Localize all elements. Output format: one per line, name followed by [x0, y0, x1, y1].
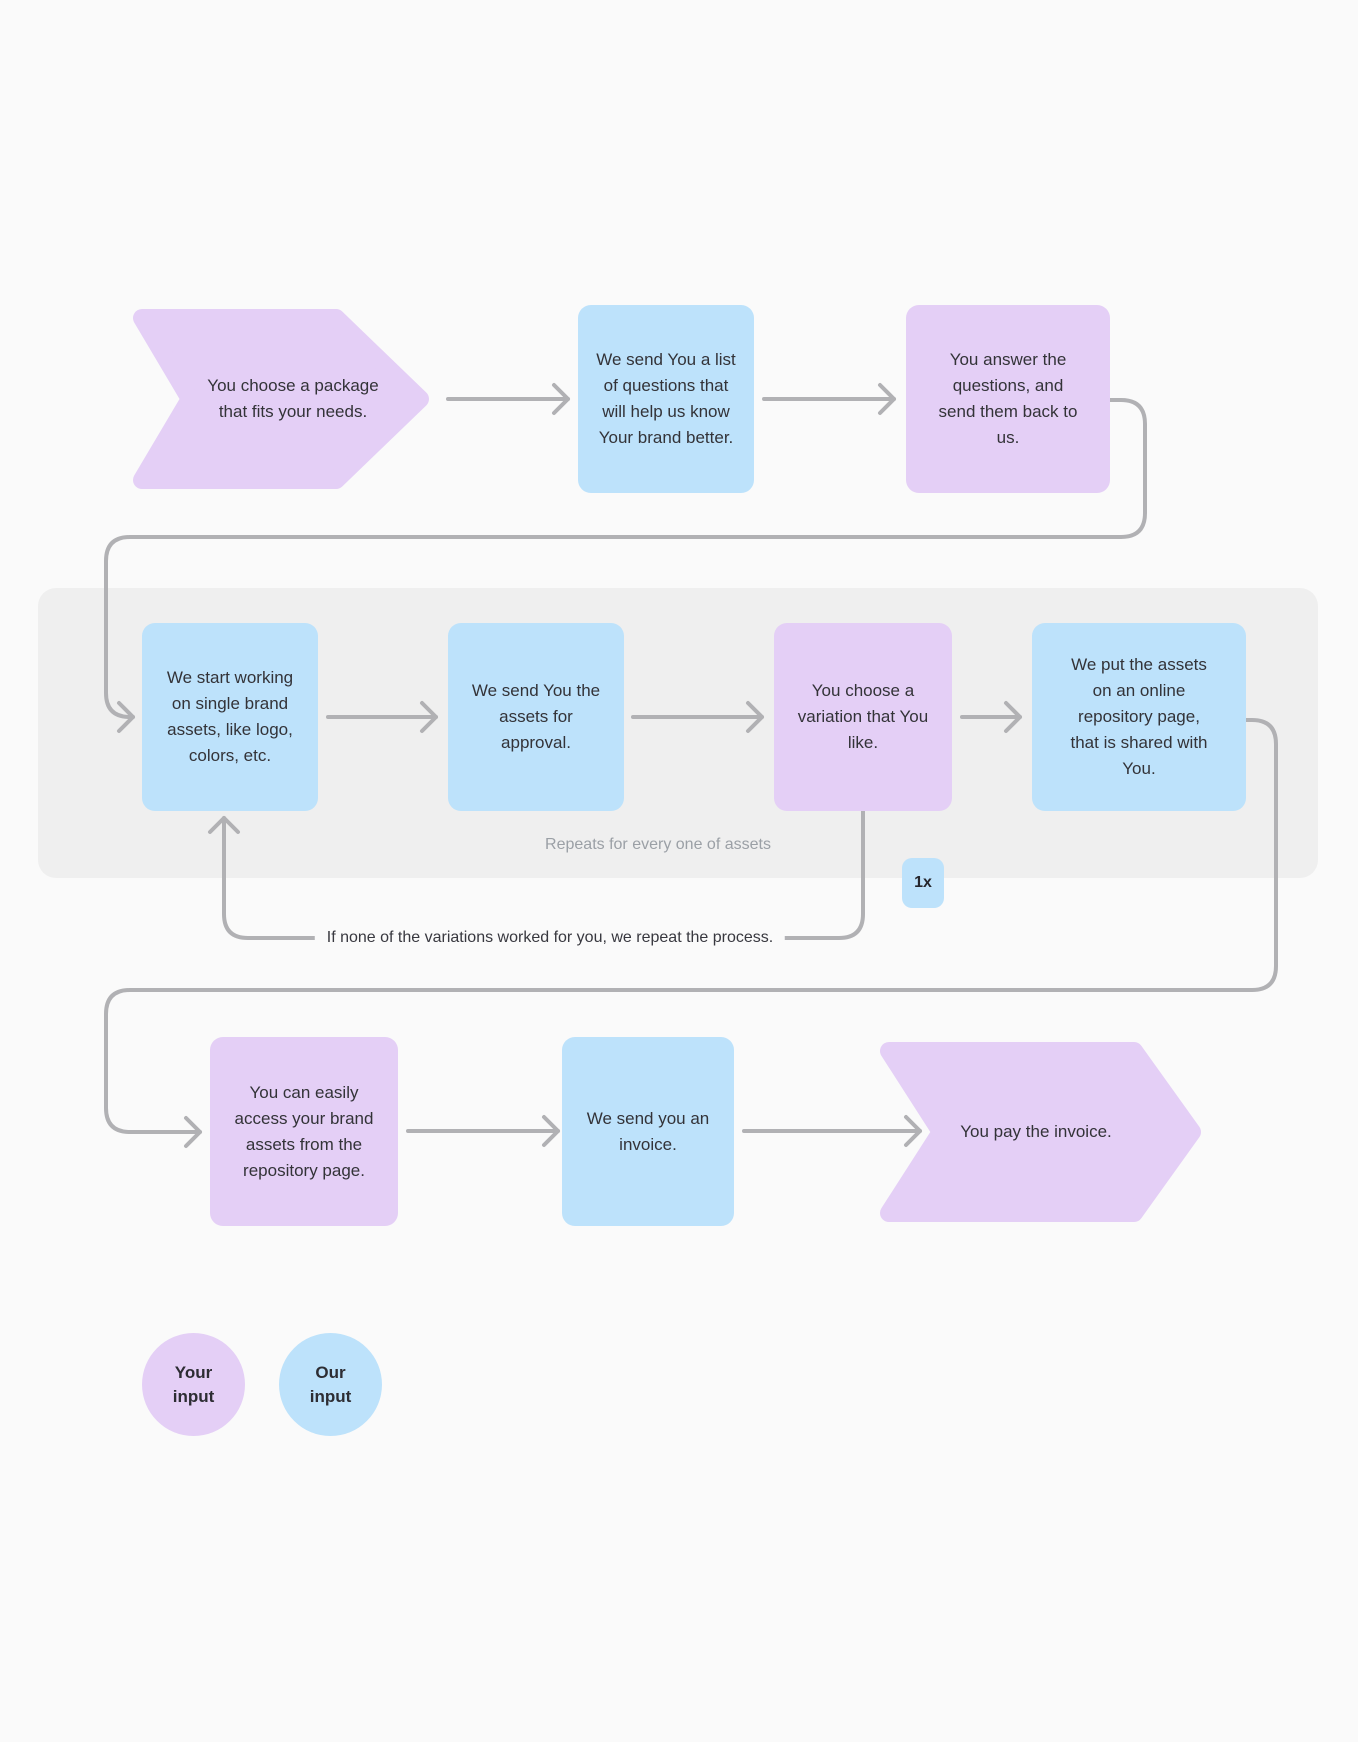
arrow-access-to-invoice: [406, 1115, 560, 1147]
arrow-invoice-to-pay: [742, 1115, 922, 1147]
legend-your-input: Your input: [142, 1333, 245, 1436]
node-put-assets: We put the assets on an online repositor…: [1032, 623, 1246, 811]
node-send-assets: We send You the assets for approval.: [448, 623, 624, 811]
node-send-invoice: We send you an invoice.: [562, 1037, 734, 1226]
legend-our-input: Our input: [279, 1333, 382, 1436]
loop-note-label: If none of the variations worked for you…: [314, 926, 786, 950]
arrow-choose-to-questions: [446, 383, 570, 415]
node-pay-invoice: You pay the invoice.: [960, 1122, 1112, 1141]
node-choose-package: You choose a package that fits your need…: [207, 376, 379, 421]
node-choose-variation: You choose a variation that You like.: [774, 623, 952, 811]
node-send-questions: We send You a list of questions that wil…: [578, 305, 754, 493]
node-answer-questions: You answer the questions, and send them …: [906, 305, 1110, 493]
repeats-label: Repeats for every one of assets: [545, 836, 771, 853]
repeat-count-badge: 1x: [902, 858, 944, 908]
arrow-questions-to-answer: [762, 383, 896, 415]
node-access-assets: You can easily access your brand assets …: [210, 1037, 398, 1226]
node-start-working: We start working on single brand assets,…: [142, 623, 318, 811]
